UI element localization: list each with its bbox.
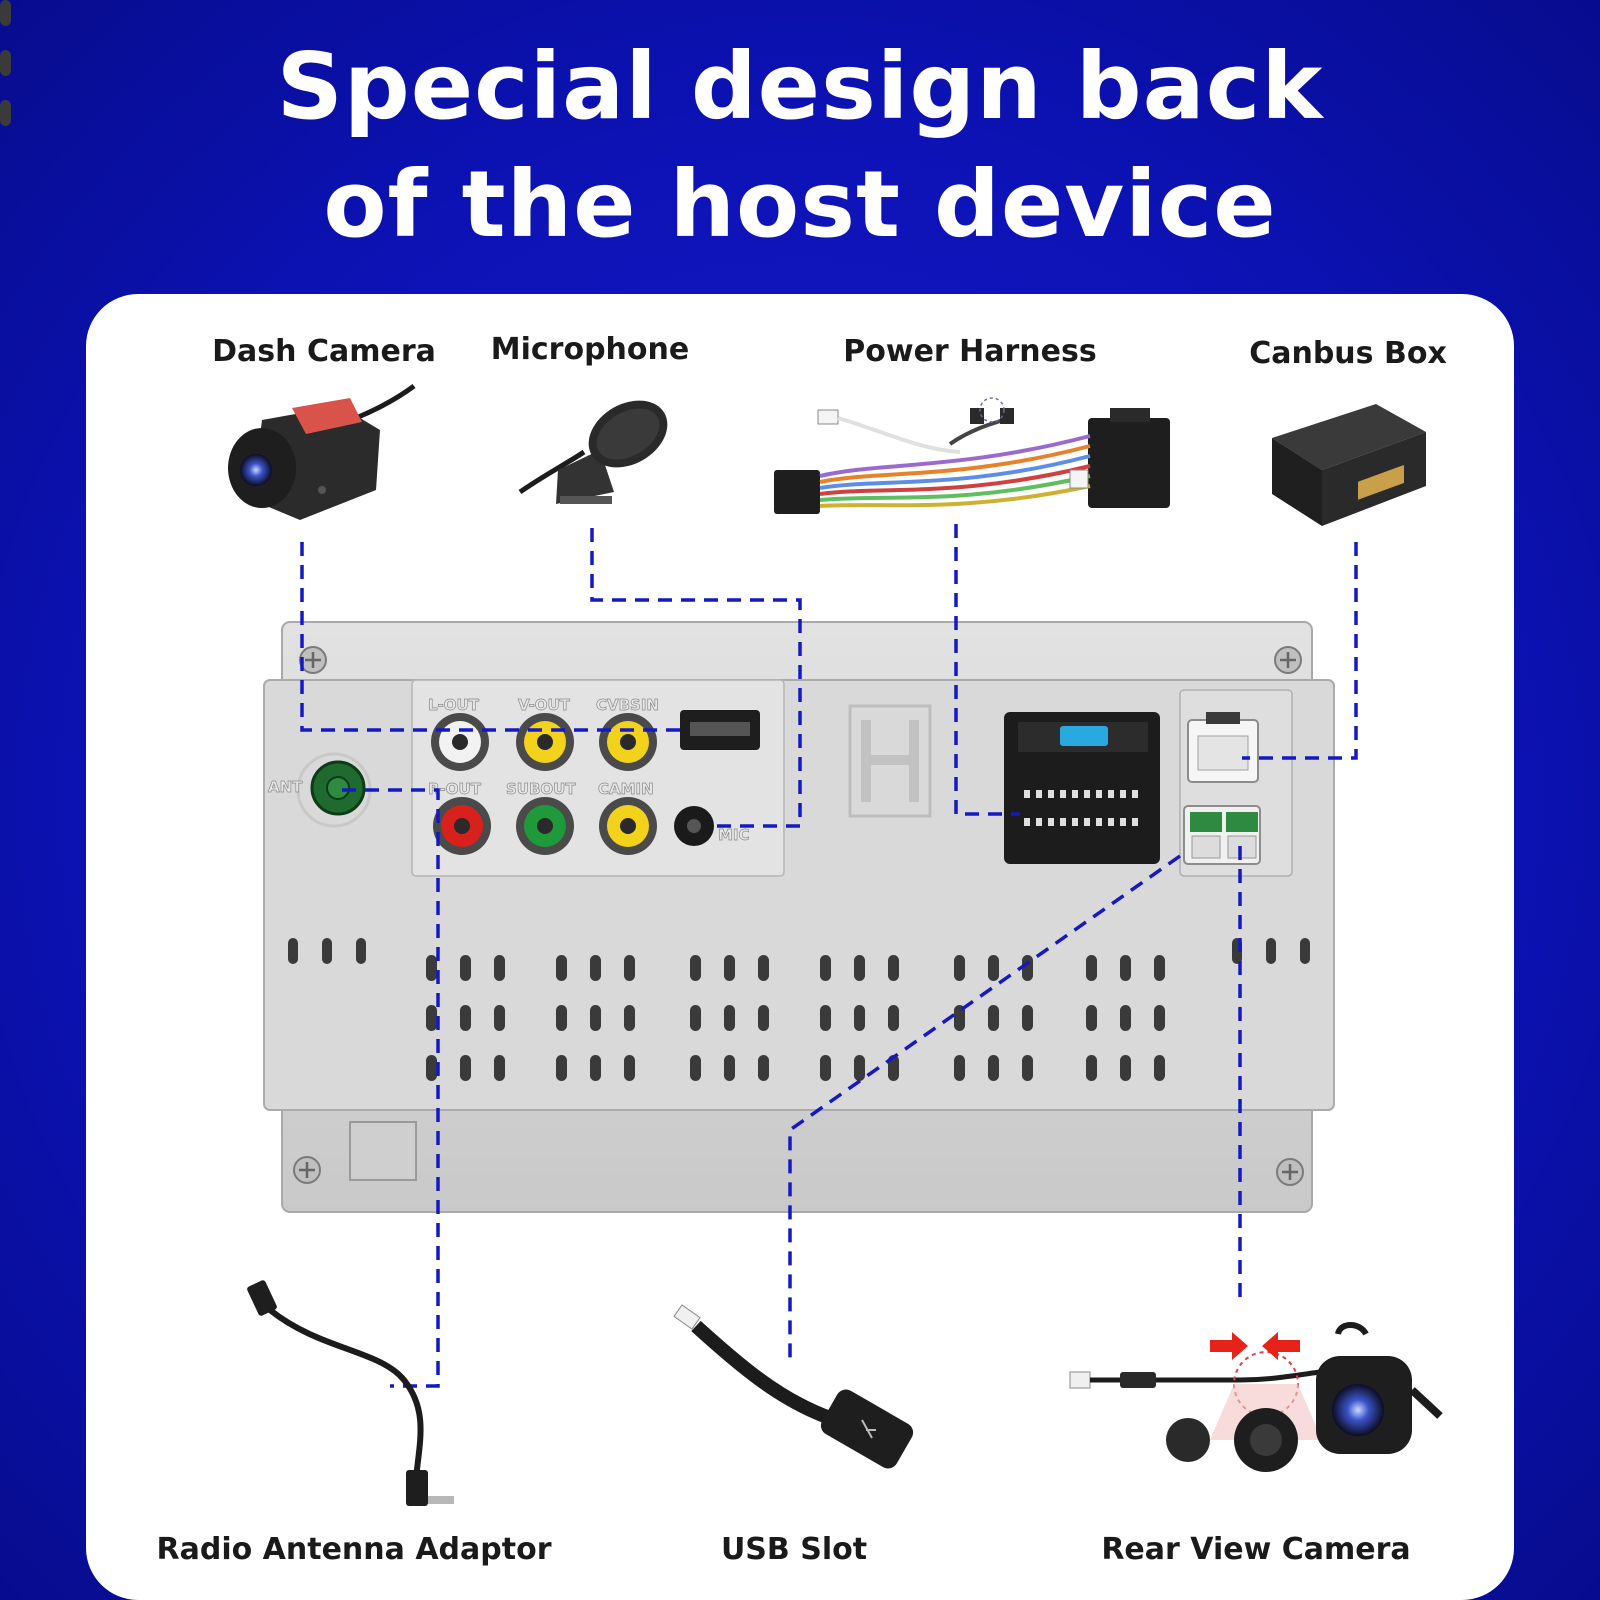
rear-view-camera-icon: [1069, 1322, 1443, 1472]
leader-line-canbus-box: [1242, 542, 1358, 760]
power-harness-icon: [774, 397, 1170, 514]
dash-camera-icon: [228, 383, 416, 520]
screw-icon: [293, 1156, 321, 1184]
subout-label: SUBOUT: [506, 780, 576, 798]
red-arrow-left-icon: [1262, 1332, 1300, 1360]
usb-port: [680, 710, 760, 750]
title-line-1: Special design back: [276, 33, 1324, 140]
camera-socket: [1183, 805, 1261, 865]
canbus-socket: [1187, 712, 1259, 783]
rca-r-out: [433, 797, 491, 855]
mic-label: MIC: [718, 826, 750, 844]
power-harness-label: Power Harness: [843, 334, 1097, 369]
radio-antenna-adaptor-icon: [247, 1280, 454, 1506]
canbus-box-label: Canbus Box: [1249, 336, 1447, 371]
leader-line-dash-camera: [300, 542, 680, 732]
power-harness-socket: [1004, 712, 1160, 864]
r-out-label: R-OUT: [428, 780, 482, 798]
rear-view-camera-label: Rear View Camera: [1101, 1532, 1411, 1567]
antenna-port: [296, 752, 372, 828]
leader-line-usb: [788, 854, 1182, 1366]
canbus-box-icon: [1272, 404, 1426, 526]
rca-cvbsin: [599, 713, 657, 771]
rca-subout: [516, 797, 574, 855]
l-out-label: L-OUT: [428, 696, 480, 714]
microphone-icon: [518, 400, 668, 504]
leader-line-power-harness: [954, 524, 1020, 816]
leader-line-antenna: [342, 788, 440, 1388]
title-line-2: of the host device: [323, 151, 1277, 258]
cvbsin-label: CVBSIN: [596, 696, 659, 714]
v-out-label: V-OUT: [518, 696, 571, 714]
camin-label: CAMIN: [598, 780, 654, 798]
vent-grille: [0, 0, 1310, 1081]
rca-l-out: [431, 713, 489, 771]
red-arrow-right-icon: [1210, 1332, 1248, 1360]
dash-camera-label: Dash Camera: [212, 334, 436, 369]
ant-port-label: ANT: [268, 778, 303, 796]
screw-icon: [299, 646, 327, 674]
usb-cable-icon: [673, 1304, 914, 1469]
mic-jack: [674, 806, 714, 846]
rca-camin: [599, 797, 657, 855]
screw-icon: [1274, 646, 1302, 674]
microphone-label: Microphone: [490, 332, 690, 367]
screw-icon: [1276, 1158, 1304, 1186]
leader-line-microphone: [590, 528, 802, 828]
usb-slot-label: USB Slot: [720, 1532, 868, 1567]
host-device-back: [0, 0, 1335, 1213]
radio-antenna-adaptor-label: Radio Antenna Adaptor: [156, 1532, 552, 1567]
rca-v-out: [516, 713, 574, 771]
page-title: Special design back of the host device: [0, 28, 1600, 264]
